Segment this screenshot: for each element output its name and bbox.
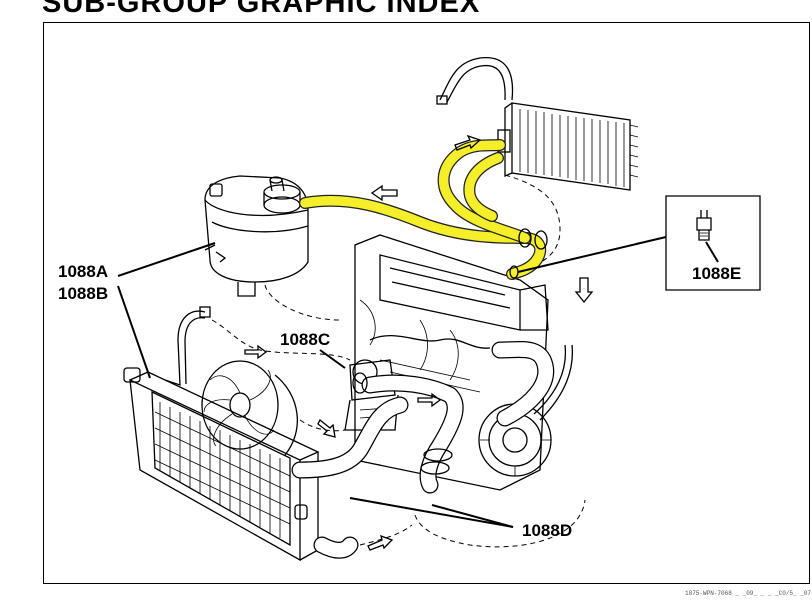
radiator <box>123 367 320 562</box>
radiator-bottom-hose <box>313 536 359 559</box>
pump-to-engine-hose <box>361 374 464 494</box>
overflow-hose-inner <box>533 344 567 415</box>
expansion-tank <box>204 175 309 297</box>
flow-arrows <box>244 134 594 551</box>
hose-clamps <box>352 372 453 475</box>
callout-1088e[interactable]: 1088E <box>692 264 742 283</box>
engine-outlet-hose <box>491 340 555 427</box>
page-title: SUB-GROUP GRAPHIC INDEX <box>42 0 481 19</box>
callout-1088d[interactable]: 1088D <box>522 521 573 540</box>
callout-1088b[interactable]: 1088B <box>58 284 109 303</box>
callout-1088c[interactable]: 1088C <box>280 330 331 349</box>
callout-1088a[interactable]: 1088A <box>58 262 109 281</box>
heater-bleed-hose <box>436 57 514 105</box>
leader-lines <box>117 236 719 528</box>
diagram-frame <box>43 22 810 584</box>
tank-radiator-hose <box>164 306 211 386</box>
radiator-lower-hose <box>291 396 409 479</box>
overflow-hose <box>539 344 574 421</box>
highlighted-heater-hoses <box>299 139 547 280</box>
footer-code: 1875-WPN-7068 _ _09_ _ _ _C0/5_ _07 <box>685 590 812 597</box>
radiator-fan <box>201 360 298 456</box>
heater-core <box>497 102 639 191</box>
temp-sender-inset <box>665 195 761 291</box>
